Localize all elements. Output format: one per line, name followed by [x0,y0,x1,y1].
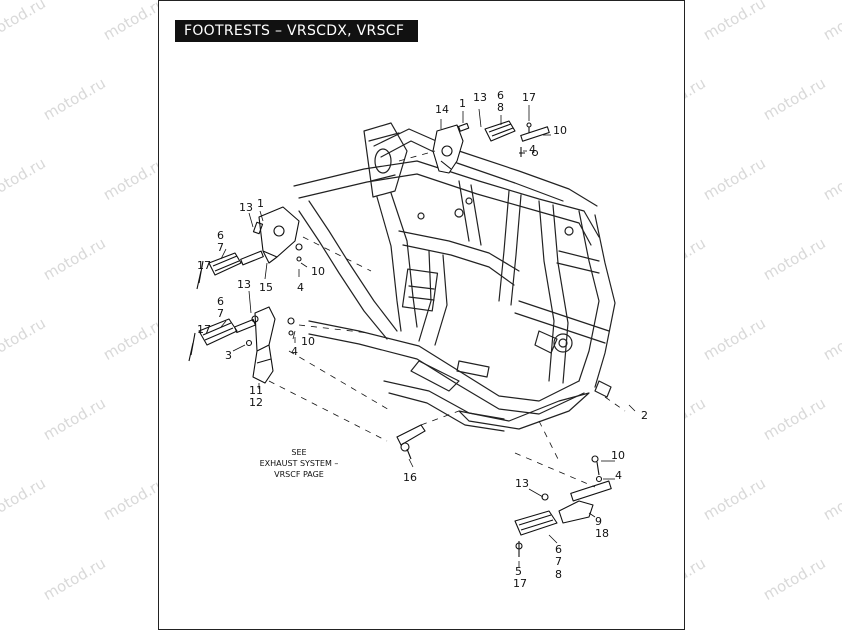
see-exhaust-note: SEE EXHAUST SYSTEM – VRSCF PAGE [260,448,339,479]
watermark-text: motod.ru [40,74,109,124]
watermark-text: motod.ru [40,554,109,604]
callout-7: 7 [217,241,224,254]
callout-14: 14 [435,103,449,116]
callout-10: 10 [311,265,325,278]
callout-16: 16 [403,471,417,484]
callout-labels: 14 1 13 6 8 17 10 4 1 13 6 7 17 10 4 15 … [197,89,648,590]
watermark-text: motod.ru [0,474,49,524]
watermark-text: motod.ru [760,394,829,444]
note-line-2: EXHAUST SYSTEM – [260,459,339,468]
dashed-alignment-lines [268,150,626,488]
watermark-text: motod.ru [700,0,769,44]
callout-4: 4 [615,469,622,482]
callout-12: 12 [249,396,263,409]
callout-17: 17 [197,323,211,336]
watermark-text: motod.ru [820,154,842,204]
watermark-text: motod.ru [760,554,829,604]
exploded-view-drawing: 14 1 13 6 8 17 10 4 1 13 6 7 17 10 4 15 … [188,89,648,590]
callout-9: 9 [595,515,602,528]
callout-11: 11 [249,384,263,397]
callout-6: 6 [217,295,224,308]
left-footrest-assembly [196,206,303,290]
callout-4: 4 [297,281,304,294]
watermark-text: motod.ru [760,234,829,284]
watermark-text: motod.ru [0,314,49,364]
callout-4: 4 [529,143,536,156]
watermark-text: motod.ru [0,0,49,44]
callout-10: 10 [553,124,567,137]
callout-1: 1 [459,97,466,110]
callout-8: 8 [555,568,562,581]
callout-13: 13 [473,91,487,104]
callout-13: 13 [239,201,253,214]
callout-7: 7 [217,307,224,320]
callout-18: 18 [595,527,609,540]
watermark-text: motod.ru [40,234,109,284]
rear-footrest-assembly [432,120,550,174]
callout-8: 8 [497,101,504,114]
diagram-sheet: FOOTRESTS – VRSCDX, VRSCF [158,0,685,630]
watermark-text: motod.ru [820,314,842,364]
page-title: FOOTRESTS – VRSCDX, VRSCF [175,20,418,42]
callout-6: 6 [497,89,504,102]
callout-3: 3 [225,349,232,362]
callout-17: 17 [513,577,527,590]
leader-lines [220,105,636,567]
callout-2: 2 [641,409,648,422]
right-front-footrest-assembly [514,455,612,557]
watermark-text: motod.ru [0,154,49,204]
left-front-footrest-assembly [188,306,295,384]
callout-5: 5 [515,565,522,578]
callout-1: 1 [257,197,264,210]
watermark-text: motod.ru [820,0,842,44]
callout-17: 17 [522,91,536,104]
callout-4: 4 [291,345,298,358]
callout-6: 6 [217,229,224,242]
callout-10: 10 [611,449,625,462]
watermark-text: motod.ru [700,154,769,204]
callout-13: 13 [237,278,251,291]
watermark-text: motod.ru [700,474,769,524]
callout-7: 7 [555,555,562,568]
motorcycle-frame [293,122,616,432]
callout-6: 6 [555,543,562,556]
watermark-text: motod.ru [40,394,109,444]
callout-15: 15 [259,281,273,294]
callout-10: 10 [301,335,315,348]
watermark-text: motod.ru [700,314,769,364]
note-line-1: SEE [291,448,306,457]
watermark-text: motod.ru [820,474,842,524]
mounting-pin-16 [396,424,426,460]
callout-13: 13 [515,477,529,490]
note-line-3: VRSCF PAGE [274,470,324,479]
watermark-text: motod.ru [760,74,829,124]
callout-17: 17 [197,259,211,272]
